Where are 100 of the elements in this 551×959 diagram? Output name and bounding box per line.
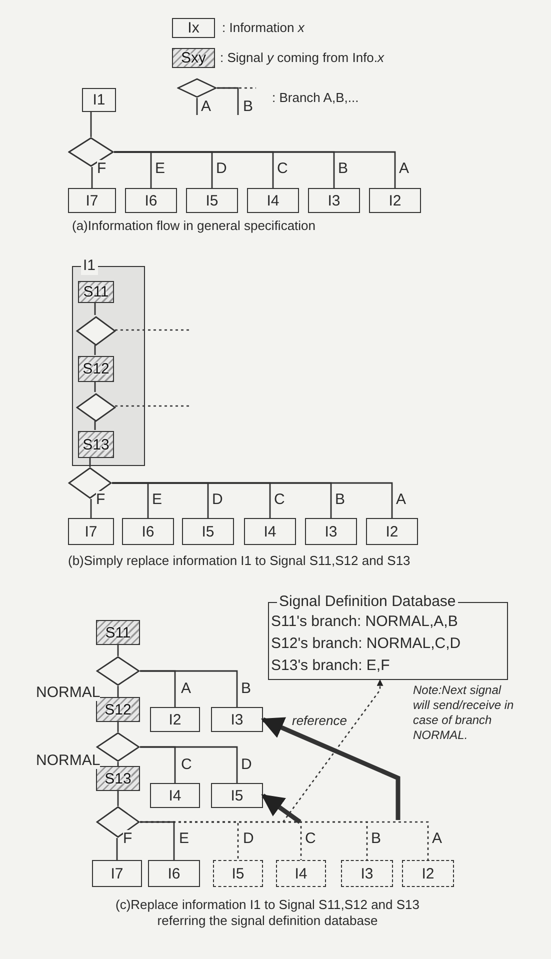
thick-dotted-arrow bbox=[261, 794, 302, 824]
info-box bbox=[92, 860, 142, 887]
box-label: I4 bbox=[262, 523, 278, 540]
legend-text: : Information x bbox=[222, 20, 304, 36]
connector-line bbox=[94, 345, 96, 355]
edge-label: NORMAL bbox=[36, 752, 100, 769]
info-box bbox=[305, 518, 357, 545]
connector-line bbox=[140, 670, 238, 707]
box-label: I4 bbox=[168, 787, 182, 804]
info-box bbox=[82, 88, 116, 112]
box-label: I2 bbox=[420, 865, 436, 882]
box-label: I5 bbox=[200, 523, 216, 540]
info-box bbox=[68, 518, 114, 545]
box-label: S11 bbox=[104, 624, 132, 641]
box-label: I5 bbox=[204, 192, 220, 209]
connector-line bbox=[94, 302, 96, 315]
box-label: I2 bbox=[384, 523, 400, 540]
thick-dotted-arrow bbox=[260, 717, 400, 820]
info-box bbox=[125, 188, 177, 213]
caption: (b)Simply replace information I1 to Signal S11,S12 and S13 bbox=[68, 553, 410, 569]
box-label: S12 bbox=[82, 360, 110, 378]
dashed-info-box bbox=[341, 860, 393, 887]
signal-box bbox=[96, 766, 140, 791]
box-label: I6 bbox=[140, 523, 156, 540]
box-label: I5 bbox=[230, 865, 246, 882]
box-label: I2 bbox=[388, 192, 402, 209]
connector-line bbox=[94, 381, 96, 392]
caption: (a)Information flow in general specification bbox=[72, 218, 316, 234]
box-label: S13 bbox=[82, 436, 110, 453]
box-label: I3 bbox=[326, 192, 342, 209]
box-text: S11's branch: NORMAL,A,B bbox=[271, 613, 458, 631]
edge-label: NORMAL bbox=[36, 684, 100, 701]
dotted-arrow bbox=[282, 679, 384, 822]
box-label: S12 bbox=[104, 701, 132, 718]
info-box bbox=[244, 518, 296, 545]
connector-line bbox=[91, 167, 93, 188]
connector-line bbox=[117, 762, 119, 766]
info-box bbox=[148, 860, 200, 887]
connector-line bbox=[94, 421, 96, 430]
box-label: I5 bbox=[230, 787, 244, 804]
legend-sample bbox=[172, 18, 215, 38]
box-label: I1 bbox=[92, 92, 106, 108]
box-label: S11 bbox=[82, 284, 110, 300]
info-box bbox=[308, 188, 360, 213]
legend-text: : Signal y coming from Info.x bbox=[220, 50, 384, 66]
dashed-info-box bbox=[213, 860, 263, 887]
legend-text: : Branch A,B,... bbox=[272, 90, 359, 106]
connector-line bbox=[89, 457, 91, 467]
dashed-connector bbox=[140, 821, 429, 860]
box-label: I7 bbox=[110, 865, 124, 882]
connector-line bbox=[140, 746, 238, 783]
info-box bbox=[150, 783, 200, 808]
box-label: I2 bbox=[168, 711, 182, 728]
caption: (c)Replace information I1 to Signal S11,S12 and S13 referring the signal definition database bbox=[114, 897, 420, 929]
box-label: I6 bbox=[166, 865, 182, 882]
signal-box bbox=[78, 431, 114, 458]
connector-line bbox=[90, 499, 92, 518]
dashed-info-box bbox=[402, 860, 454, 887]
box-label: S13 bbox=[104, 770, 132, 787]
box-label: I7 bbox=[84, 523, 98, 540]
info-box bbox=[211, 707, 263, 732]
box-label: I4 bbox=[294, 865, 308, 882]
dashed-connector bbox=[217, 87, 256, 89]
box-label: I3 bbox=[230, 711, 244, 728]
info-box bbox=[186, 188, 238, 213]
info-box bbox=[150, 707, 200, 732]
note-text: Note:Next signal will send/receive in case of branch NORMAL. bbox=[413, 683, 515, 743]
connector-line bbox=[117, 791, 119, 806]
info-box bbox=[369, 188, 421, 213]
connector-line bbox=[117, 722, 119, 732]
signal-box bbox=[96, 620, 140, 645]
box-heading: Signal Definition Database bbox=[277, 593, 458, 611]
info-box bbox=[122, 518, 174, 545]
decision-diamond bbox=[76, 316, 116, 346]
connector-line bbox=[112, 482, 393, 518]
decision-diamond bbox=[96, 656, 140, 686]
connector-line bbox=[140, 821, 175, 860]
box-label: I7 bbox=[84, 192, 100, 209]
signal-box bbox=[96, 697, 140, 722]
signal-box bbox=[78, 356, 114, 382]
info-box bbox=[247, 188, 299, 213]
info-box bbox=[68, 188, 116, 213]
connector-line bbox=[117, 686, 119, 697]
info-box bbox=[211, 783, 263, 808]
connector-line bbox=[116, 838, 118, 860]
signal-box bbox=[78, 281, 114, 303]
box-label: I6 bbox=[144, 192, 158, 209]
box-heading: I1 bbox=[81, 257, 98, 275]
box-label: Ix bbox=[186, 20, 200, 36]
box-text: S13's branch: E,F bbox=[271, 657, 390, 675]
legend-sample bbox=[172, 48, 215, 68]
legend-sample bbox=[177, 78, 217, 98]
box-text: S12's branch: NORMAL,C,D bbox=[271, 635, 461, 653]
connector-line bbox=[90, 112, 92, 137]
connector-line bbox=[217, 87, 239, 115]
box-label: Sxy bbox=[180, 50, 207, 66]
box-label: I3 bbox=[324, 523, 338, 540]
dashed-connector bbox=[115, 405, 190, 407]
decision-diamond bbox=[76, 393, 116, 422]
connector-line bbox=[196, 98, 198, 115]
